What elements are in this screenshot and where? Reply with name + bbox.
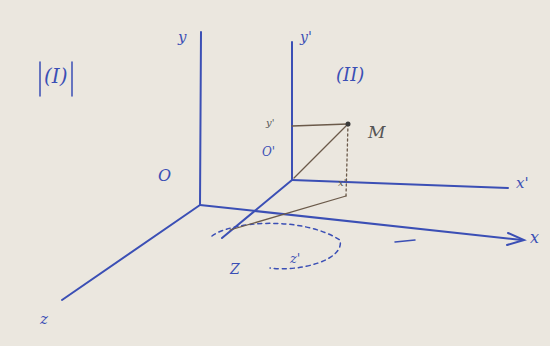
origin-label: O: [158, 168, 171, 184]
x-axis: [200, 205, 522, 240]
axis-label: x': [516, 176, 529, 191]
coordinate-label: x': [338, 178, 346, 188]
point-m: [346, 122, 351, 127]
origin-label: O': [262, 146, 275, 158]
frame-label: (II): [336, 66, 364, 84]
position-vector: [230, 196, 346, 230]
coordinate-label: y': [266, 118, 274, 128]
position-vector: [294, 124, 348, 178]
z-axis: [62, 205, 200, 300]
x-prime-axis: [292, 180, 508, 188]
axis-label: x: [530, 230, 539, 246]
projection-line: [292, 124, 348, 126]
bracket: [40, 62, 72, 96]
axis-label: y': [300, 30, 312, 44]
axis-label: z': [290, 252, 300, 265]
frame-label: (I): [44, 66, 68, 86]
y-axis: [200, 32, 201, 205]
underline: [395, 240, 415, 242]
axis-label: z: [40, 312, 48, 327]
axis-label: y: [178, 30, 186, 45]
y-prime-axis: [291, 42, 293, 180]
axis-label: Z: [230, 262, 240, 276]
x-arrow: [507, 233, 524, 245]
point-label: M: [368, 124, 385, 141]
